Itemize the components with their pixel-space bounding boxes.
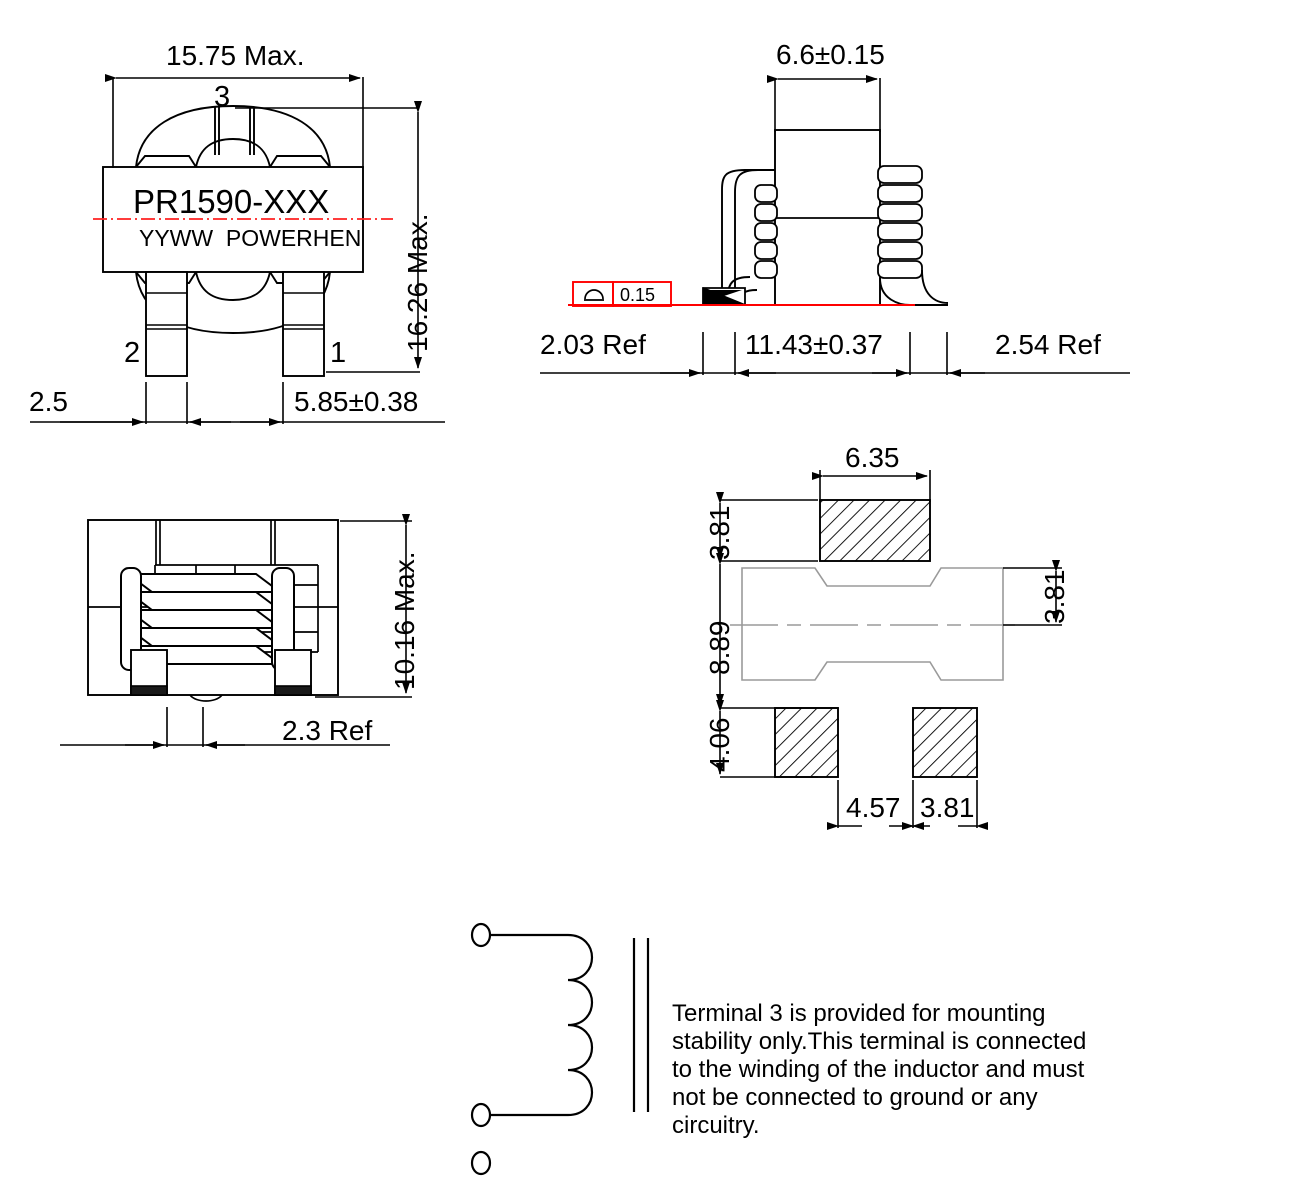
dim-terminal-width: 2.3 Ref [282, 715, 373, 746]
dim-pad3-height: 3.81 [704, 505, 735, 561]
terminal-label-1: 1 [330, 337, 347, 369]
terminal-label-2: 2 [124, 337, 141, 369]
top-view-coil-ends [120, 567, 295, 671]
dim-body-length: 11.43±0.37 [745, 329, 883, 360]
schematic-core-bars [632, 938, 650, 1112]
dim-right-lead: 2.54 Ref [995, 329, 1101, 360]
front-view-terminal-bends [146, 292, 324, 330]
side-view-winding-right [877, 165, 923, 279]
schematic-note: Terminal 3 is provided for mounting stab… [672, 1000, 1094, 1140]
side-view-lead-wires [721, 169, 949, 306]
schematic-terminals [470, 922, 492, 1176]
dim-pad3-width: 6.35 [845, 442, 900, 473]
land-pattern-body-outline [730, 567, 1015, 681]
dim-body-height: 8.89 [704, 620, 735, 676]
schematic-symbol [487, 933, 593, 1117]
front-view-dimension-lines [30, 74, 445, 426]
dim-terminal-pitch: 5.85±0.38 [294, 386, 419, 417]
land-pattern-pad-3 [819, 499, 931, 562]
top-view-terminal-tips [130, 685, 312, 696]
part-marking-line-1: PR1590-XXX [133, 183, 330, 220]
land-pattern-dimension-lines [716, 470, 1062, 830]
dim-overall-width: 15.75 Max. [166, 40, 305, 71]
top-view-dimension-lines [60, 514, 412, 749]
terminal-label-3: 3 [214, 81, 231, 113]
front-view-terminals [145, 271, 325, 377]
dim-core-width: 6.6±0.15 [776, 39, 885, 70]
dim-terminal-offset: 2.5 [29, 386, 68, 417]
dim-pad-width: 3.81 [920, 792, 975, 823]
dim-overall-depth: 10.16 Max. [389, 551, 420, 690]
dim-pad-height: 4.06 [704, 717, 735, 773]
fcf-tolerance-value: 0.15 [620, 285, 656, 305]
land-pattern-pad-1 [912, 707, 978, 778]
side-view-winding-left [754, 184, 778, 279]
feature-control-frame [572, 281, 672, 307]
part-marking-line-2: YYWW POWERHEN [139, 225, 362, 251]
side-view-dimension-lines [540, 75, 1130, 377]
dim-overall-height: 16.26 Max. [402, 213, 433, 352]
dim-left-lead: 2.03 Ref [540, 329, 646, 360]
land-pattern-pad-2 [774, 707, 839, 778]
dim-body-half-height: 3.81 [1039, 569, 1070, 625]
dim-pad-gap: 4.57 [846, 792, 901, 823]
side-view-lead-foot [702, 287, 746, 306]
